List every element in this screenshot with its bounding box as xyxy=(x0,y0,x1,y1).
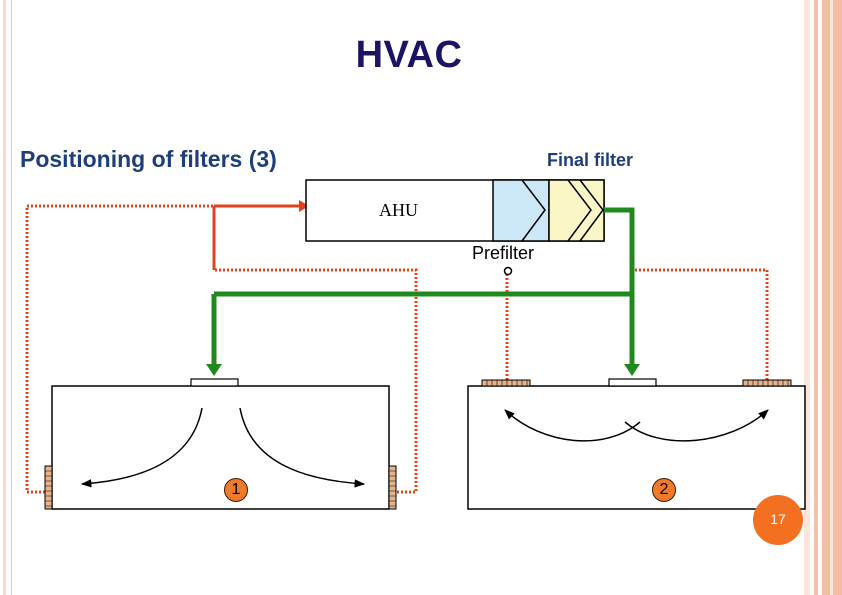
room-2 xyxy=(467,385,806,510)
return-air-solid-ducts xyxy=(212,204,300,270)
slide-subtitle: Positioning of filters (3) xyxy=(20,146,277,172)
ahu-label: AHU xyxy=(379,200,418,220)
room-2-number-badge: 2 xyxy=(652,478,676,502)
room-1-number-badge: 1 xyxy=(224,478,248,502)
supply-arrowhead-room-1 xyxy=(206,364,222,376)
prefilter-label: Prefilter xyxy=(472,243,535,263)
room-2-return-grille-right xyxy=(742,379,792,387)
prefilter-chevron xyxy=(521,179,546,242)
room-2-return-grille-left xyxy=(481,379,531,387)
prefilter-section xyxy=(492,179,550,242)
right-border-decoration xyxy=(804,0,842,595)
left-border-decoration xyxy=(0,0,12,595)
room-1 xyxy=(51,385,390,510)
room-2-airflow-arrow-right xyxy=(624,409,769,442)
final-filter-label: Final filter xyxy=(547,150,634,170)
return-air-arrowhead xyxy=(299,200,309,212)
room-2-supply-diffuser xyxy=(608,378,657,387)
return-air-dotted-ducts xyxy=(25,204,769,494)
room-1-airflow-arrow-left xyxy=(80,407,203,488)
final-filter-chevron-1 xyxy=(567,179,592,242)
supply-arrowhead-room-2 xyxy=(624,364,640,376)
final-filter-chevron-2 xyxy=(579,179,604,242)
supply-air-ducts xyxy=(211,207,635,366)
slide-title: HVAC xyxy=(355,34,463,76)
room-1-return-grille-right xyxy=(388,465,397,510)
room-1-return-grille-left xyxy=(44,465,53,510)
page-number-badge: 17 xyxy=(753,495,803,545)
prefilter-marker xyxy=(503,266,513,276)
room-1-airflow-arrow-right xyxy=(239,407,366,488)
room-1-supply-diffuser xyxy=(190,378,239,387)
final-filter-section xyxy=(548,179,605,242)
room-2-airflow-arrow-left xyxy=(504,409,641,442)
